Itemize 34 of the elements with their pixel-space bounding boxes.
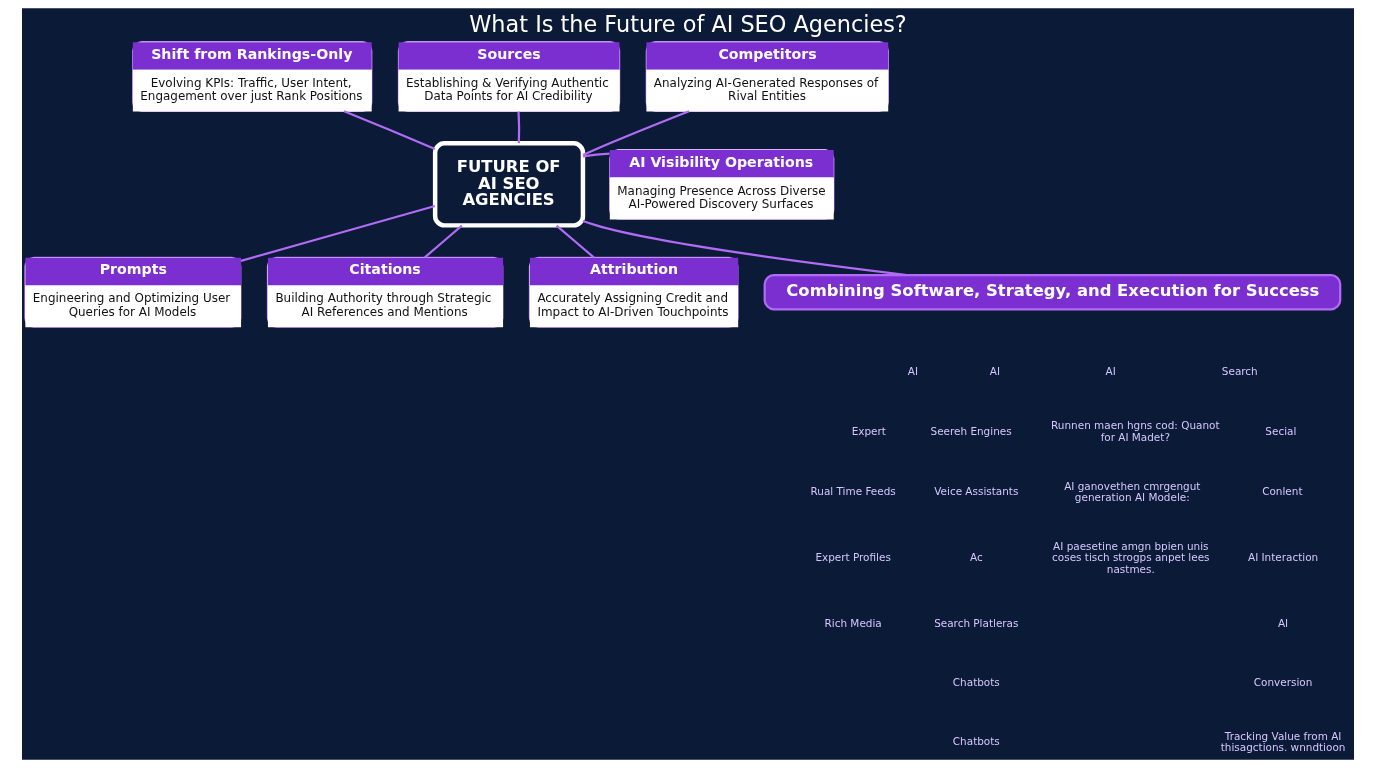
label: AI ganovethen cmrgengut generation AI Modele: [1064,479,1201,503]
label: Tracking Value from AI thisagctions. wnndtioon [1220,729,1346,754]
label: AI [1277,616,1289,629]
label: AI [989,365,1001,378]
label: Search [1221,365,1258,378]
diagram-title: What Is the Future of AI SEO Agencies? [469,11,907,38]
label: Expert [851,424,886,437]
label: Veice Assistants [934,485,1019,498]
connector [343,110,436,150]
connector [582,152,610,158]
label: Chatbots [952,675,1000,688]
label: Chatbots [952,735,1000,748]
label: Ac [969,551,983,564]
label: AI Interaction [1248,551,1319,564]
node-box: FUTURE OF AI SEO AGENCIES [432,141,586,228]
node-box: Combining Software, Strategy, and Execution for Success [763,273,1342,311]
connector [240,204,436,262]
label: Search Platleras [934,616,1019,629]
label: Rich Media [824,616,882,629]
label: AI paesetine amgn bpien unis coses tisch strogps anpet lees nastmes. [1052,540,1210,575]
connector [582,219,908,277]
label: Secial [1265,424,1297,437]
label: Conlent [1262,485,1303,498]
label: Conversion [1253,675,1313,688]
label: Seereh Engines [930,424,1012,437]
connector [517,111,521,144]
label: Rual Time Feeds [810,485,896,498]
connector [424,224,463,259]
connector [582,110,690,157]
label: AI [907,365,918,378]
label: AI [1105,365,1116,378]
label: Runnen maen hgns cod: Quanot for AI Madet? [1051,419,1220,443]
connector [555,224,595,259]
label: Expert Profiles [815,551,891,564]
